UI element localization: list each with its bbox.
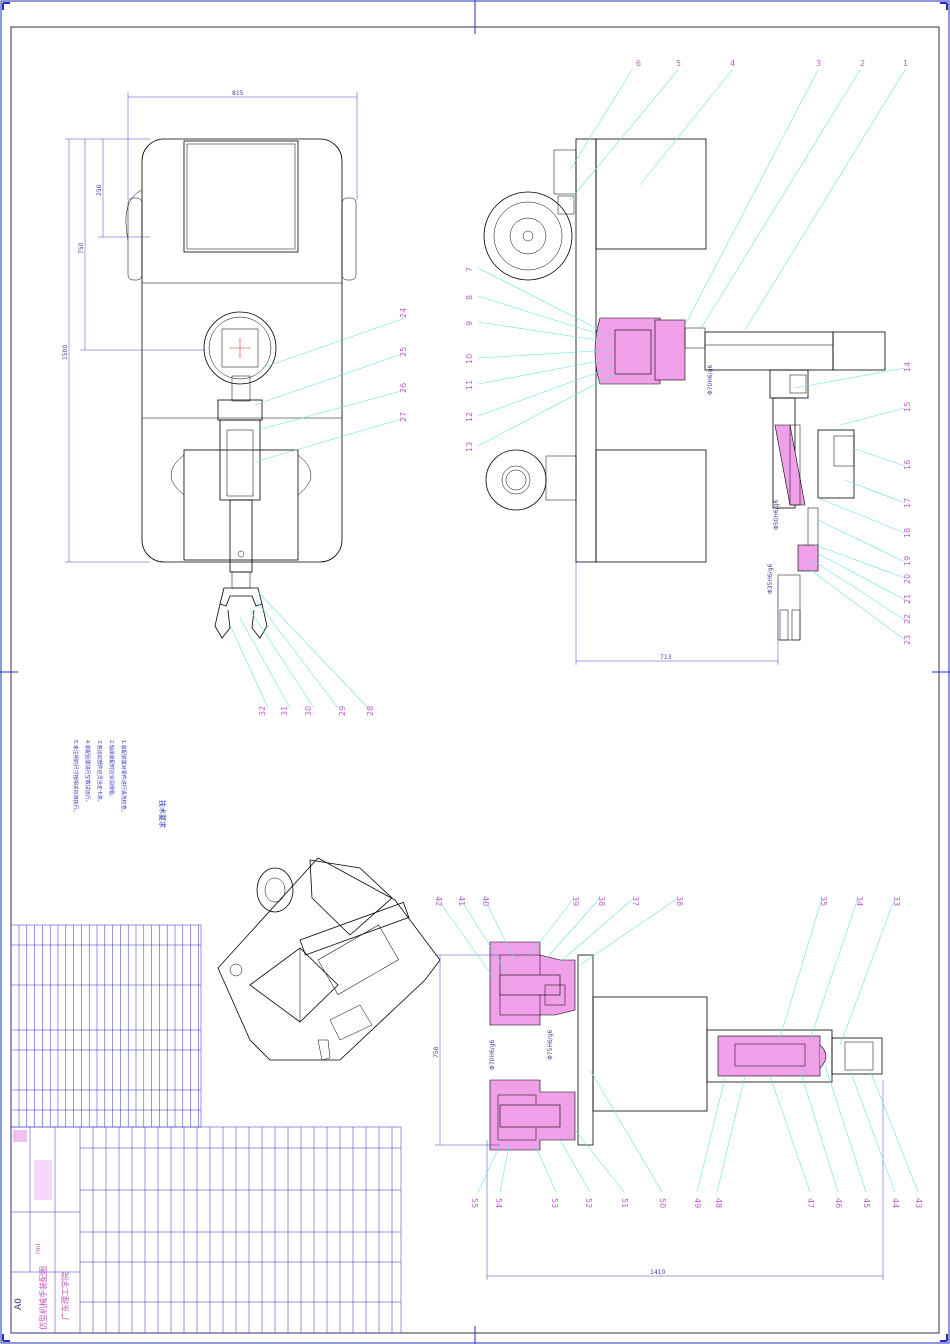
label-41: 41 <box>457 896 466 906</box>
isometric-view <box>217 857 441 1061</box>
label-18: 18 <box>903 528 912 538</box>
label-23: 23 <box>903 635 912 645</box>
dim-758: 758 <box>433 1046 440 1058</box>
revision-mark: (m) <box>35 1243 42 1254</box>
dim-1500: 1500 <box>62 345 69 360</box>
dim-815: 815 <box>232 90 244 97</box>
note-line-1: 1.装配前需对零件进行清洗检查。 <box>120 740 127 815</box>
label-24: 24 <box>399 308 408 318</box>
dim-1410: 1410 <box>650 1269 665 1276</box>
label-55: 55 <box>470 1198 479 1208</box>
label-21: 21 <box>903 594 912 604</box>
label-20: 20 <box>903 574 912 584</box>
note-line-5: 5.未注明的尺寸按相关标准执行。 <box>72 740 79 815</box>
label-14: 14 <box>903 362 912 372</box>
label-17: 17 <box>903 498 912 508</box>
note-line-2: 2.轴承装配时应涂润滑脂。 <box>108 740 115 800</box>
label-52: 52 <box>584 1198 593 1208</box>
label-6: 6 <box>636 59 641 68</box>
label-26: 26 <box>399 383 408 393</box>
label-12: 12 <box>465 412 474 422</box>
label-46: 46 <box>834 1198 843 1208</box>
label-22: 22 <box>903 614 912 624</box>
label-8: 8 <box>465 295 474 300</box>
label-2: 2 <box>860 59 865 68</box>
fit-side-1: Φ70H6/g6 <box>707 364 714 395</box>
label-47: 47 <box>806 1198 815 1208</box>
label-42: 42 <box>434 896 443 906</box>
label-37: 37 <box>631 896 640 906</box>
label-13: 13 <box>465 442 474 452</box>
label-35: 35 <box>819 896 828 906</box>
label-30: 30 <box>304 706 313 716</box>
label-51: 51 <box>620 1198 629 1208</box>
fit-section-1: Φ70H6/g6 <box>489 1039 496 1070</box>
label-29: 29 <box>338 706 347 716</box>
label-48: 48 <box>714 1198 723 1208</box>
label-3: 3 <box>816 59 821 68</box>
label-34: 34 <box>855 896 864 906</box>
label-25: 25 <box>399 347 408 357</box>
label-4: 4 <box>730 59 735 68</box>
label-9: 9 <box>465 321 474 326</box>
label-28: 28 <box>366 706 375 716</box>
label-16: 16 <box>903 460 912 470</box>
label-39: 39 <box>571 896 580 906</box>
label-33: 33 <box>892 896 901 906</box>
fit-side-3: Φ35H6/g6 <box>767 563 774 594</box>
label-49: 49 <box>693 1198 702 1208</box>
inner-border <box>10 26 940 1334</box>
notes-heading: 技术要求 <box>158 800 167 828</box>
parts-list <box>10 924 202 1128</box>
label-11: 11 <box>465 380 474 390</box>
label-53: 53 <box>550 1198 559 1208</box>
dim-250: 250 <box>96 184 103 196</box>
label-44: 44 <box>891 1198 900 1208</box>
side-view: 713 Φ70H6/g6 Φ50H6/g6 Φ35H6/g6 6 5 4 3 2… <box>465 59 912 665</box>
dim-713: 713 <box>660 654 672 661</box>
label-5: 5 <box>676 59 681 68</box>
fit-section-2: Φ75H6/g6 <box>547 1029 554 1060</box>
label-40: 40 <box>481 896 490 906</box>
label-32: 32 <box>258 706 267 716</box>
note-line-3: 3.各运动部件应灵活无卡滞。 <box>96 740 103 805</box>
label-27: 27 <box>399 412 408 422</box>
label-54: 54 <box>494 1198 503 1208</box>
label-38: 38 <box>597 896 606 906</box>
sheet-size-code: A0 <box>14 1298 24 1310</box>
label-10: 10 <box>465 354 474 364</box>
technical-notes: 技术要求 1.装配前需对零件进行清洗检查。 2.轴承装配时应涂润滑脂。 3.各运… <box>72 740 167 828</box>
section-view: 758 1410 Φ70H6/g6 Φ75H6/g6 42 41 40 39 3… <box>433 896 923 1280</box>
fit-side-2: Φ50H6/g6 <box>773 499 780 530</box>
school-name: 广东理工学院 <box>60 1272 70 1320</box>
label-15: 15 <box>903 402 912 412</box>
drawing-title: 仿型机械手装配图 <box>38 1266 48 1330</box>
top-view: 815 250 750 1500 24 25 26 27 32 31 30 29… <box>62 90 408 716</box>
label-50: 50 <box>658 1198 667 1208</box>
label-1: 1 <box>903 59 908 68</box>
label-45: 45 <box>862 1198 871 1208</box>
label-36: 36 <box>675 896 684 906</box>
label-31: 31 <box>280 706 289 716</box>
label-7: 7 <box>465 267 474 272</box>
title-block: A0 仿型机械手装配图 广东理工学院 (m) <box>10 1126 402 1334</box>
note-line-4: 4.装配后需进行空载试运行。 <box>84 740 91 805</box>
label-43: 43 <box>914 1198 923 1208</box>
label-19: 19 <box>903 556 912 566</box>
dim-750: 750 <box>78 242 85 254</box>
